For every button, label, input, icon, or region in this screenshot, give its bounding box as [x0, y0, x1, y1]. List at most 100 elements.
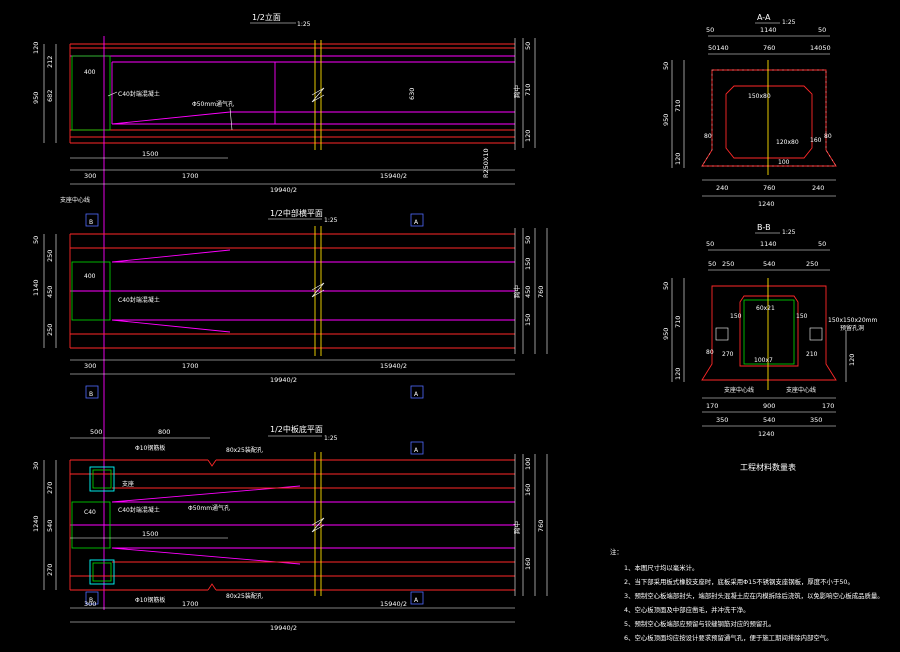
plan-dim-left-212: 212 — [46, 56, 54, 68]
secbb-dim-350b: 350 — [810, 416, 822, 424]
bot-label-conc: C40 — [84, 509, 96, 516]
secbb-dim-210: 210 — [806, 351, 818, 358]
secaa-dim-50140: 50140 — [708, 44, 729, 52]
secbb-dim-250: 250 — [722, 260, 734, 268]
secbb-dim-left-120: 120 — [674, 368, 682, 380]
plan-view: 1/2立面 1:25 C40封端混凝土 Φ50mm通气孔 400 120 — [32, 12, 536, 610]
bot-label-plate: Φ10钢筋板 — [135, 444, 165, 452]
secaa-dim-150x80: 150x80 — [748, 93, 771, 100]
secbb-dim-left-950: 950 — [662, 328, 670, 340]
secbb-dim-270: 270 — [722, 351, 734, 358]
mid-dim-left-50: 50 — [32, 236, 40, 244]
mid-dim-400: 400 — [84, 273, 96, 280]
bot-dim-right-160: 160 — [524, 484, 532, 496]
bot-label-pad: 支座 — [122, 480, 134, 488]
note-item-2: 2、当下部采用板式橡胶支座时，底板采用Φ15不锈钢支座钢板，厚度不小于50。 — [624, 577, 854, 586]
bot-dim-19940: 19940/2 — [270, 624, 297, 632]
bot-label-plate2: Φ10钢筋板 — [135, 596, 165, 604]
plan-dim-right-120: 120 — [524, 130, 532, 142]
bot-midline-label: 跨中 — [512, 521, 521, 534]
bot-dim-1700: 1700 — [182, 600, 199, 608]
mid-marker-b2: B — [89, 391, 93, 398]
secbb-dim-1240: 1240 — [758, 430, 775, 438]
secaa-dim-80b: 80 — [824, 133, 832, 140]
bot-label-concrete: C40封端混凝土 — [118, 506, 160, 514]
secaa-dim-120x80: 120x80 — [776, 139, 799, 146]
notes-block: 注： 1、本图尺寸均以毫米计。 2、当下部采用板式橡胶支座时，底板采用Φ15不锈… — [610, 547, 884, 642]
bot-title: 1/2中板底平面 — [270, 424, 323, 434]
secaa-dim-1240: 1240 — [758, 200, 775, 208]
secbb-void-note: 预留孔洞 — [840, 324, 864, 332]
bottom-view: 500 800 1/2中板底平面 1:25 A Φ10钢筋板 80x25装配孔 … — [32, 424, 548, 632]
secbb-dim-170b: 170 — [822, 402, 834, 410]
secaa-dim-50b: 50 — [818, 26, 826, 34]
plan-dim-1700: 1700 — [182, 172, 199, 180]
mid-support-label: 支座中心线 — [60, 196, 90, 204]
mid-dim-left-450: 450 — [46, 286, 54, 298]
secbb-support-label2: 支座中心线 — [786, 386, 816, 394]
mid-dim-right-50: 50 — [524, 236, 532, 244]
bot-dim-left-270b: 270 — [46, 564, 54, 576]
secaa-dim-760: 760 — [763, 44, 775, 52]
secbb-void: 150x150x20mm — [828, 317, 877, 324]
plan-label-concrete: C40封端混凝土 — [118, 90, 160, 98]
bot-dim-left-270: 270 — [46, 482, 54, 494]
plan-dim-right-710: 710 — [524, 84, 532, 96]
mid-dim-15940: 15940/2 — [380, 362, 407, 370]
bot-dim-left-30: 30 — [32, 462, 40, 470]
secbb-dim-150a: 150 — [730, 313, 742, 320]
secaa-dim-50a: 50 — [706, 26, 714, 34]
bot-scale: 1:25 — [324, 435, 338, 442]
mid-marker-b: B — [89, 219, 93, 226]
bot-label-tube: Φ50mm通气孔 — [188, 504, 230, 512]
bot-dim-15940: 15940/2 — [380, 600, 407, 608]
note-item-5: 5、预制空心板端部应预留与铰缝钢筋对应的预留孔。 — [624, 619, 775, 628]
secbb-dim-540a: 540 — [763, 260, 775, 268]
secbb-dim-right-120: 120 — [848, 354, 856, 366]
bot-dim-left-1240: 1240 — [32, 515, 40, 532]
plan-dim-19940: 19940/2 — [270, 186, 297, 194]
secaa-dim-left-50: 50 — [662, 62, 670, 70]
secbb-scale: 1:25 — [782, 229, 796, 236]
bot-marker-a2: A — [414, 597, 419, 604]
mid-dim-19940: 19940/2 — [270, 376, 297, 384]
mid-dim-right-150b: 150 — [524, 314, 532, 326]
bot-marker-a: A — [414, 447, 419, 454]
secbb-dim-left-50: 50 — [662, 282, 670, 290]
plan-title: 1/2立面 — [252, 12, 281, 22]
secaa-dim-left-120: 120 — [674, 153, 682, 165]
mid-dim-left-250: 250 — [46, 250, 54, 262]
note-item-1: 1、本图尺寸均以毫米计。 — [624, 563, 698, 572]
mid-title: 1/2中部横平面 — [270, 208, 323, 218]
section-bb: B-B 1:25 50 1140 50 50 250 540 250 60x21… — [662, 223, 877, 438]
bot-dim-left-540: 540 — [46, 520, 54, 532]
bot-label-notch: 80x25装配孔 — [226, 446, 263, 454]
plan-dim-630: 630 — [408, 88, 416, 100]
secbb-dim-350a: 350 — [716, 416, 728, 424]
note-item-6: 6、空心板顶面均应按设计要求预留通气孔，便于施工期间排除内部空气。 — [624, 633, 833, 642]
mid-marker-a2: A — [414, 391, 419, 398]
secbb-dim-250b: 250 — [806, 260, 818, 268]
note-item-3: 3、预制空心板端部封头，端部封头混凝土应在内模拆除后浇筑，以免影响空心板成品质量… — [624, 591, 884, 600]
section-aa: A-A 1:25 50 1140 50 50140 760 14050 150x… — [662, 13, 837, 208]
bot-dim-300: 300 — [84, 600, 96, 608]
secaa-dim-760b: 760 — [763, 184, 775, 192]
secaa-scale: 1:25 — [782, 19, 796, 26]
plan-dim-left-682: 682 — [46, 90, 54, 102]
plan-dim-1500: 1500 — [142, 150, 159, 158]
bot-dim-right-760: 760 — [537, 520, 545, 532]
mid-dim-1700: 1700 — [182, 362, 199, 370]
secaa-dim-80a: 80 — [704, 133, 712, 140]
secaa-dim-left-710: 710 — [674, 100, 682, 112]
bot-marker-b: B — [89, 597, 93, 604]
bot-label-notch2: 80x25装配孔 — [226, 592, 263, 600]
mid-dim-right-760: 760 — [537, 286, 545, 298]
secbb-dim-150b: 150 — [796, 313, 808, 320]
secbb-dim-50a: 50 — [706, 240, 714, 248]
secaa-dim-1140: 1140 — [760, 26, 777, 34]
secbb-dim-80: 80 — [706, 349, 714, 356]
plan-scale: 1:25 — [297, 21, 311, 28]
plan-label-tube: Φ50mm通气孔 — [192, 100, 234, 108]
secbb-dim-left-710: 710 — [674, 316, 682, 328]
